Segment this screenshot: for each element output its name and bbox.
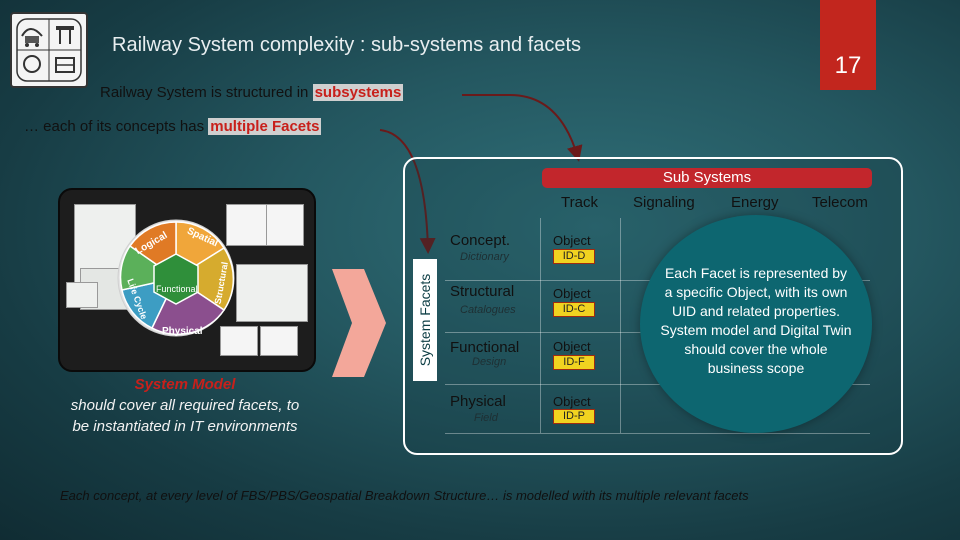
- grid-line: [620, 218, 621, 433]
- petal-label-physical: Physical: [162, 326, 203, 337]
- grid-line: [445, 433, 870, 434]
- id-badge-d: ID-D: [553, 249, 595, 264]
- row-sublabel-field: Field: [474, 412, 498, 424]
- railway-emblem-icon: [16, 18, 82, 82]
- column-header-energy: Energy: [731, 194, 779, 211]
- subsystems-header: Sub Systems: [542, 168, 872, 188]
- page-number-badge: [820, 0, 876, 90]
- column-header-signaling: Signaling: [633, 194, 695, 211]
- column-header-telecom: Telecom: [812, 194, 868, 211]
- system-model-title: System Model: [134, 376, 236, 393]
- grid-line: [540, 218, 541, 433]
- row-sublabel-design: Design: [472, 356, 507, 368]
- object-label: Object: [553, 339, 591, 354]
- tunnel-tile: [260, 326, 298, 356]
- row-label-physical: Physical: [450, 393, 506, 410]
- page-title: Railway System complexity : sub-systems …: [112, 34, 582, 56]
- system-model-caption: System Model should cover all required f…: [70, 374, 300, 437]
- intro-line1-text: Railway System is structured in: [100, 84, 309, 101]
- object-label: Object: [553, 394, 591, 409]
- id-badge-c: ID-C: [553, 302, 595, 317]
- system-model-panel: Logical Spatial Functional Structural Ph…: [58, 188, 316, 372]
- row-label-functional: Functional: [450, 339, 520, 356]
- id-badge-p: ID-P: [553, 409, 595, 424]
- railway-logo: [10, 12, 88, 88]
- system-model-description: should cover all required facets, to be …: [70, 397, 300, 435]
- grid-line: [445, 384, 870, 385]
- facet-explanation-text: Each Facet is represented by a specific …: [660, 265, 852, 376]
- subsystems-highlight: subsystems: [312, 84, 404, 101]
- object-label: Object: [553, 233, 591, 248]
- facet-flower-diagram: [117, 219, 235, 337]
- system-facets-label: System Facets: [417, 273, 433, 367]
- track-tile: [266, 204, 304, 246]
- intro-line2-text: … each of its concepts has: [24, 118, 205, 135]
- intro-line-subsystems: Railway System is structured in subsyste…: [100, 84, 404, 101]
- arrow-to-subsystems: [462, 94, 583, 162]
- system-facets-label-bar: [413, 259, 437, 381]
- page-number: 17: [834, 52, 862, 79]
- footer-note: Each concept, at every level of FBS/PBS/…: [60, 488, 749, 503]
- bridge-tile: [220, 326, 258, 356]
- document-thumbnail: [236, 264, 308, 322]
- column-header-track: Track: [561, 194, 598, 211]
- signal-tile: [226, 204, 268, 246]
- structural-petal: [174, 246, 235, 312]
- facet-explanation-circle: [640, 215, 872, 433]
- petal-label-functional: Functional: [156, 284, 198, 294]
- row-sublabel-dictionary: Dictionary: [460, 251, 509, 263]
- document-thumbnail: [66, 282, 98, 308]
- row-label-structural: Structural: [450, 283, 515, 300]
- row-label-concept: Concept.: [450, 232, 511, 249]
- facets-highlight: multiple Facets: [208, 118, 322, 135]
- functional-core: [153, 253, 199, 305]
- right-chevron-arrow-icon: [332, 269, 386, 377]
- id-badge-f: ID-F: [553, 355, 595, 370]
- row-sublabel-catalogues: Catalogues: [460, 304, 516, 316]
- intro-line-facets: … each of its concepts has multiple Face…: [24, 118, 322, 135]
- object-label: Object: [553, 286, 591, 301]
